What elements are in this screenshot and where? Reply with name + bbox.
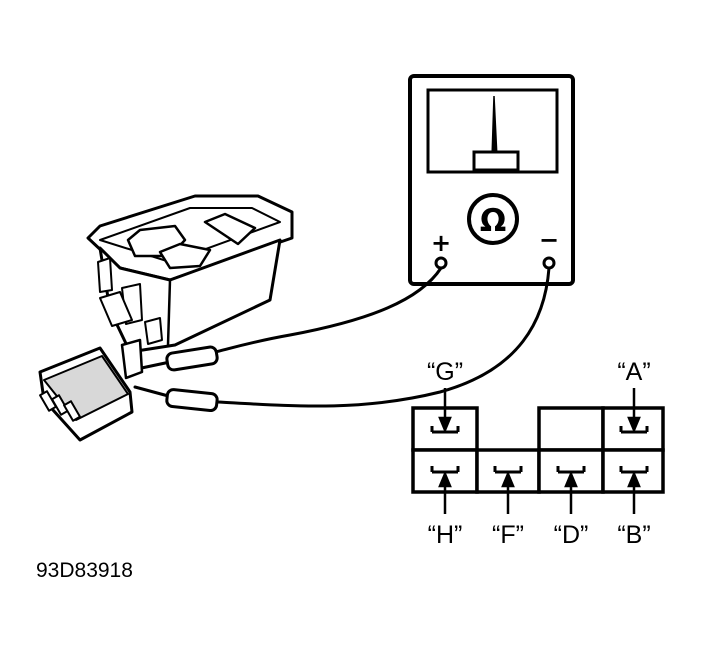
label-f: “F” (492, 521, 524, 549)
plus-probe (165, 345, 219, 372)
minus-lead-wire (216, 266, 551, 408)
harness-connector (38, 346, 134, 442)
connector-face (39, 390, 81, 422)
terminal-diagram (411, 406, 665, 494)
probes (165, 345, 219, 413)
minus-probe (165, 388, 219, 413)
meter-pivot (472, 150, 520, 172)
ohmmeter (408, 74, 575, 286)
ohm-symbol: Ω (480, 203, 506, 239)
switch-knob-right (203, 212, 257, 246)
label-d: “D” (554, 521, 589, 549)
figure-code: 93D83918 (36, 559, 133, 582)
minus-label: − (539, 226, 559, 254)
terminal-cell-blank (537, 406, 605, 452)
harness-stem (120, 338, 144, 380)
label-a: “A” (617, 358, 650, 386)
label-g: “G” (427, 358, 463, 386)
plus-label: + (431, 229, 451, 257)
switch-assembly (86, 194, 294, 380)
plus-lead-wire (213, 266, 443, 354)
ohm-knob (467, 193, 519, 245)
label-b: “B” (617, 521, 650, 549)
label-h: “H” (428, 521, 463, 549)
terminal-arrows (438, 388, 641, 514)
